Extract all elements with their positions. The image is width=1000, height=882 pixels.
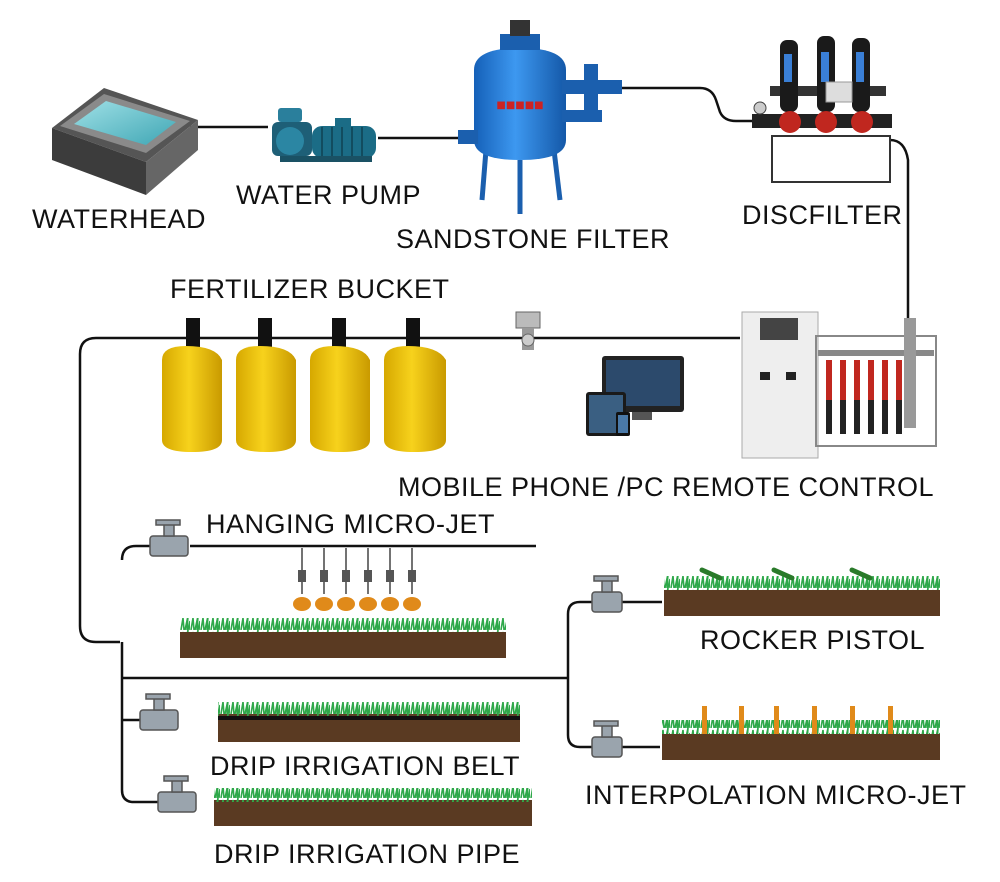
water-pump xyxy=(272,108,376,162)
svg-text:■■■■■: ■■■■■ xyxy=(496,100,543,111)
label-fertilizer-bucket: FERTILIZER BUCKET xyxy=(170,274,450,304)
label-discfilter: DISCFILTER xyxy=(742,200,903,230)
valve-drip-belt xyxy=(139,693,179,731)
rocker-pistol-bed xyxy=(664,567,940,616)
label-remote-control: MOBILE PHONE /PC REMOTE CONTROL xyxy=(398,472,935,502)
valve-hanging-micro-jet xyxy=(149,519,189,557)
valve-interpolation xyxy=(591,720,623,758)
control-cabinet xyxy=(741,311,937,459)
label-hanging-micro-jet: HANGING MICRO-JET xyxy=(206,509,495,539)
sandstone-filter: ■■■■■ xyxy=(458,20,622,214)
label-drip-irrigation-pipe: DRIP IRRIGATION PIPE xyxy=(214,839,521,869)
waterhead-tank xyxy=(52,88,198,195)
fertilizer-bucket xyxy=(162,318,222,452)
fertilizer-bucket xyxy=(236,318,296,452)
hanging-micro-jet-bed xyxy=(180,548,506,658)
label-drip-irrigation-belt: DRIP IRRIGATION BELT xyxy=(210,751,521,781)
fertilizer-buckets xyxy=(162,318,446,452)
fertilizer-bucket xyxy=(310,318,370,452)
valve-drip-pipe xyxy=(157,775,197,813)
label-sandstone-filter: SANDSTONE FILTER xyxy=(396,224,671,254)
remote-devices xyxy=(586,356,684,436)
pipes xyxy=(78,86,910,804)
label-water-pump: WATER PUMP xyxy=(236,180,421,210)
drip-irrigation-pipe-bed xyxy=(214,788,532,826)
label-interpolation-micro-jet: INTERPOLATION MICRO-JET xyxy=(585,780,967,810)
interpolation-micro-jet-bed xyxy=(662,706,940,760)
branch-valves xyxy=(139,519,623,813)
fertilizer-bucket xyxy=(384,318,446,452)
valve-rocker-pistol xyxy=(591,575,623,613)
drip-irrigation-belt-bed xyxy=(218,702,520,742)
label-waterhead: WATERHEAD xyxy=(32,204,207,234)
label-rocker-pistol: ROCKER PISTOL xyxy=(700,625,926,655)
solenoid-valve xyxy=(515,311,541,350)
disc-filter xyxy=(752,36,892,183)
